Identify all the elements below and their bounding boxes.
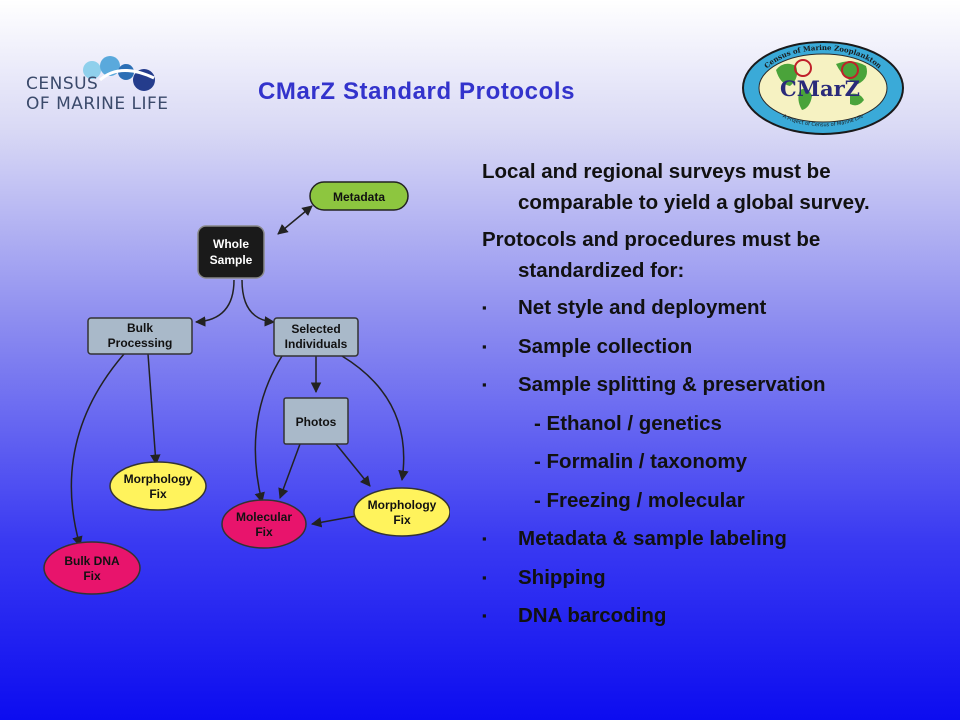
edge-photos-molecular bbox=[278, 443, 301, 499]
node-bulk-processing: Bulk Processing bbox=[87, 317, 193, 355]
node-bulk-processing-label-1: Bulk bbox=[127, 321, 153, 335]
node-whole-sample-label-2: Sample bbox=[210, 253, 253, 267]
bullet-icon: ▪ bbox=[482, 338, 487, 354]
sample-workflow-diagram: Metadata Whole Sample Bulk Processing Se… bbox=[43, 181, 450, 595]
node-photos: Photos bbox=[283, 397, 349, 445]
list-item: ▪Shipping bbox=[482, 559, 942, 598]
page-title: CMarZ Standard Protocols bbox=[258, 78, 576, 105]
node-bulk-processing-label-2: Processing bbox=[108, 336, 173, 350]
protocol-content: Local and regional surveys must be compa… bbox=[482, 156, 942, 636]
node-whole-sample-label-1: Whole bbox=[213, 237, 249, 251]
census-bubbles-icon bbox=[83, 56, 155, 91]
node-bulk-dna-fix-label-2: Fix bbox=[83, 569, 101, 583]
node-selected-individuals-label-2: Individuals bbox=[285, 337, 348, 351]
list-item: ▪Sample collection bbox=[482, 328, 942, 367]
node-molecular-fix: Molecular Fix bbox=[221, 499, 307, 549]
edge-selected-morph-right bbox=[341, 355, 409, 482]
node-whole-sample: Whole Sample bbox=[197, 225, 265, 279]
edge-selected-molecular bbox=[254, 355, 283, 504]
node-selected-individuals-label-1: Selected bbox=[291, 322, 340, 336]
list-item: ▪Metadata & sample labeling bbox=[482, 520, 942, 559]
bullet-icon: ▪ bbox=[482, 300, 487, 315]
cmarz-logo: Census of Marine Zooplankton A Project o… bbox=[740, 40, 906, 136]
edge-bulk-bulkdna bbox=[70, 353, 125, 548]
list-subitem: - Formalin / taxonomy bbox=[534, 450, 747, 473]
node-photos-label: Photos bbox=[296, 415, 337, 429]
intro-paragraph-1: Local and regional surveys must be compa… bbox=[482, 160, 870, 214]
edge-whole-selected bbox=[241, 279, 276, 327]
node-morphology-fix-right: Morphology Fix bbox=[353, 487, 450, 537]
node-metadata-label: Metadata bbox=[333, 190, 385, 204]
cmarz-logo-wordmark: CMarZ bbox=[780, 76, 860, 101]
node-molecular-fix-label-2: Fix bbox=[255, 525, 273, 539]
protocol-list: ▪Net style and deployment ▪Sample collec… bbox=[482, 289, 942, 636]
node-molecular-fix-label-1: Molecular bbox=[236, 510, 292, 524]
intro-paragraph-2: Protocols and procedures must be standar… bbox=[482, 228, 821, 282]
bullet-icon: ▪ bbox=[482, 377, 487, 392]
edge-photos-morph-right bbox=[335, 443, 371, 487]
node-morphology-fix-left: Morphology Fix bbox=[109, 461, 207, 511]
node-morphology-fix-left-label-2: Fix bbox=[149, 487, 167, 501]
census-logo-line1: CENSUS bbox=[26, 74, 99, 94]
bullet-icon: ▪ bbox=[482, 569, 487, 585]
node-metadata: Metadata bbox=[309, 181, 409, 211]
bullet-icon: ▪ bbox=[482, 608, 487, 623]
census-logo-line2: OF MARINE LIFE bbox=[26, 94, 169, 114]
node-morphology-fix-left-label-1: Morphology bbox=[124, 472, 193, 486]
census-of-marine-life-logo: CENSUS OF MARINE LIFE bbox=[26, 56, 186, 126]
list-subitem: - Freezing / molecular bbox=[534, 488, 745, 512]
edge-morph-right-molecular bbox=[310, 515, 357, 528]
list-item: ▪DNA barcoding bbox=[482, 597, 942, 636]
edge-bulk-morph-left bbox=[147, 353, 161, 466]
node-bulk-dna-fix: Bulk DNA Fix bbox=[43, 541, 141, 595]
node-bulk-dna-fix-label-1: Bulk DNA bbox=[64, 554, 120, 568]
list-item: ▪Sample splitting & preservation bbox=[482, 366, 942, 405]
bullet-icon: ▪ bbox=[482, 531, 487, 546]
edge-whole-bulk bbox=[194, 279, 235, 327]
node-morphology-fix-right-label-1: Morphology bbox=[368, 498, 437, 512]
node-selected-individuals: Selected Individuals bbox=[273, 317, 359, 357]
list-subitem: - Ethanol / genetics bbox=[534, 411, 722, 435]
edge-whole-metadata bbox=[277, 205, 313, 235]
node-morphology-fix-right-label-2: Fix bbox=[393, 513, 411, 527]
list-item: ▪Net style and deployment bbox=[482, 289, 942, 328]
